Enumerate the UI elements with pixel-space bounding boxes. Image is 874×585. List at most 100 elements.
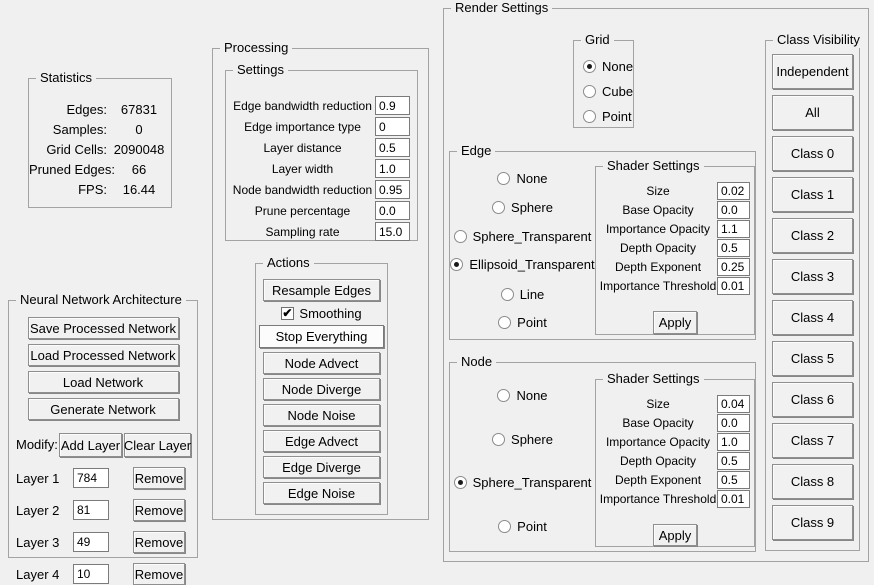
clear-layer-button[interactable]: Clear Layer <box>124 433 191 457</box>
node-option-point[interactable]: Point <box>450 519 595 534</box>
field-label: Size <box>646 183 670 198</box>
node-option-none[interactable]: None <box>450 388 595 403</box>
node-option-sphere[interactable]: Sphere <box>450 432 595 447</box>
sampling-rate-input[interactable] <box>375 222 410 241</box>
layer-4-size-input[interactable] <box>73 564 109 584</box>
node-base-opacity-input[interactable] <box>717 413 750 432</box>
radio-icon[interactable] <box>583 110 596 123</box>
node-advect-button[interactable]: Node Advect <box>263 352 380 374</box>
radio-icon[interactable] <box>497 172 511 185</box>
edge-diverge-button[interactable]: Edge Diverge <box>263 456 380 478</box>
grid-option-point[interactable]: Point <box>583 104 633 129</box>
radio-icon[interactable] <box>498 316 512 329</box>
class-3-button[interactable]: Class 3 <box>772 259 853 294</box>
class-7-button[interactable]: Class 7 <box>772 423 853 458</box>
stat-row-edges: Edges: 67831 <box>29 99 171 119</box>
class-1-button[interactable]: Class 1 <box>772 177 853 212</box>
node-size-input[interactable] <box>717 394 750 413</box>
edge-option-none[interactable]: None <box>450 171 595 186</box>
settings-title: Settings <box>233 62 288 78</box>
edge-apply-button[interactable]: Apply <box>653 311 697 334</box>
layer-row-3: Layer 3 Remove <box>16 531 197 553</box>
stat-label: Pruned Edges: <box>29 161 116 177</box>
class-2-button[interactable]: Class 2 <box>772 218 853 253</box>
radio-icon[interactable] <box>450 258 464 271</box>
layer-label: Layer 1 <box>16 470 60 486</box>
radio-icon[interactable] <box>498 520 512 533</box>
radio-icon[interactable] <box>500 288 514 301</box>
edge-importance-type-input[interactable] <box>375 117 410 136</box>
node-shader-importance-threshold: Importance Threshold <box>599 489 751 508</box>
node-importance-opacity-input[interactable] <box>717 432 750 451</box>
node-noise-button[interactable]: Node Noise <box>263 404 380 426</box>
radio-icon[interactable] <box>583 60 596 73</box>
class-9-button[interactable]: Class 9 <box>772 505 853 540</box>
edge-importance-threshold-input[interactable] <box>717 276 750 295</box>
layer-row-2: Layer 2 Remove <box>16 499 197 521</box>
add-layer-button[interactable]: Add Layer <box>59 433 122 457</box>
stat-value: 16.44 <box>122 181 156 197</box>
modify-row: Modify: Add Layer Clear Layer <box>16 433 197 457</box>
grid-option-none[interactable]: None <box>583 54 633 79</box>
node-option-sphere-transparent[interactable]: Sphere_Transparent <box>450 475 595 490</box>
stat-label: Edges: <box>66 101 107 117</box>
class-5-button[interactable]: Class 5 <box>772 341 853 376</box>
node-depth-exponent-input[interactable] <box>717 470 750 489</box>
radio-icon[interactable] <box>492 433 506 446</box>
layer-1-size-input[interactable] <box>73 468 109 488</box>
edge-option-ellipsoid-transparent[interactable]: Ellipsoid_Transparent <box>450 257 595 272</box>
layer-3-size-input[interactable] <box>73 532 109 552</box>
remove-layer-1-button[interactable]: Remove <box>133 467 185 489</box>
remove-layer-2-button[interactable]: Remove <box>133 499 185 521</box>
edge-option-point[interactable]: Point <box>450 315 595 330</box>
resample-edges-button[interactable]: Resample Edges <box>263 279 380 301</box>
all-button[interactable]: All <box>772 95 853 130</box>
class-0-button[interactable]: Class 0 <box>772 136 853 171</box>
edge-option-line[interactable]: Line <box>450 287 595 302</box>
independent-button[interactable]: Independent <box>772 54 853 89</box>
node-bandwidth-reduction-input[interactable] <box>375 180 410 199</box>
radio-icon[interactable] <box>492 201 506 214</box>
radio-icon[interactable] <box>497 389 511 402</box>
radio-label: Point <box>517 519 547 534</box>
edge-depth-opacity-input[interactable] <box>717 238 750 257</box>
field-prune-percentage: Prune percentage <box>230 200 412 221</box>
grid-option-cube[interactable]: Cube <box>583 79 633 104</box>
class-4-button[interactable]: Class 4 <box>772 300 853 335</box>
radio-label: Cube <box>602 84 634 99</box>
class-visibility-title: Class Visibility <box>773 32 864 48</box>
class-8-button[interactable]: Class 8 <box>772 464 853 499</box>
edge-base-opacity-input[interactable] <box>717 200 750 219</box>
edge-importance-opacity-input[interactable] <box>717 219 750 238</box>
edge-noise-button[interactable]: Edge Noise <box>263 482 380 504</box>
edge-bandwidth-reduction-input[interactable] <box>375 96 410 115</box>
node-importance-threshold-input[interactable] <box>717 489 750 508</box>
generate-network-button[interactable]: Generate Network <box>27 398 179 420</box>
smoothing-checkbox[interactable] <box>281 306 295 320</box>
edge-size-input[interactable] <box>717 181 750 200</box>
edge-shader-base-opacity: Base Opacity <box>599 200 751 219</box>
layer-2-size-input[interactable] <box>73 500 109 520</box>
radio-icon[interactable] <box>453 230 467 243</box>
layer-width-input[interactable] <box>375 159 410 178</box>
node-apply-button[interactable]: Apply <box>653 524 697 546</box>
stop-everything-button[interactable]: Stop Everything <box>259 325 384 348</box>
edge-advect-button[interactable]: Edge Advect <box>263 430 380 452</box>
remove-layer-3-button[interactable]: Remove <box>133 531 185 553</box>
edge-depth-exponent-input[interactable] <box>717 257 750 276</box>
load-processed-network-button[interactable]: Load Processed Network <box>27 344 179 366</box>
radio-icon[interactable] <box>453 476 467 489</box>
field-label: Depth Exponent <box>614 472 702 487</box>
class-6-button[interactable]: Class 6 <box>772 382 853 417</box>
remove-layer-4-button[interactable]: Remove <box>133 563 185 585</box>
node-depth-opacity-input[interactable] <box>717 451 750 470</box>
edge-option-sphere-transparent[interactable]: Sphere_Transparent <box>450 229 595 244</box>
edge-option-sphere[interactable]: Sphere <box>450 200 595 215</box>
prune-percentage-input[interactable] <box>375 201 410 220</box>
radio-icon[interactable] <box>583 85 596 98</box>
field-label: Edge bandwidth reduction <box>233 98 372 113</box>
layer-distance-input[interactable] <box>375 138 410 157</box>
save-processed-network-button[interactable]: Save Processed Network <box>27 317 179 339</box>
node-diverge-button[interactable]: Node Diverge <box>263 378 380 400</box>
load-network-button[interactable]: Load Network <box>27 371 179 393</box>
